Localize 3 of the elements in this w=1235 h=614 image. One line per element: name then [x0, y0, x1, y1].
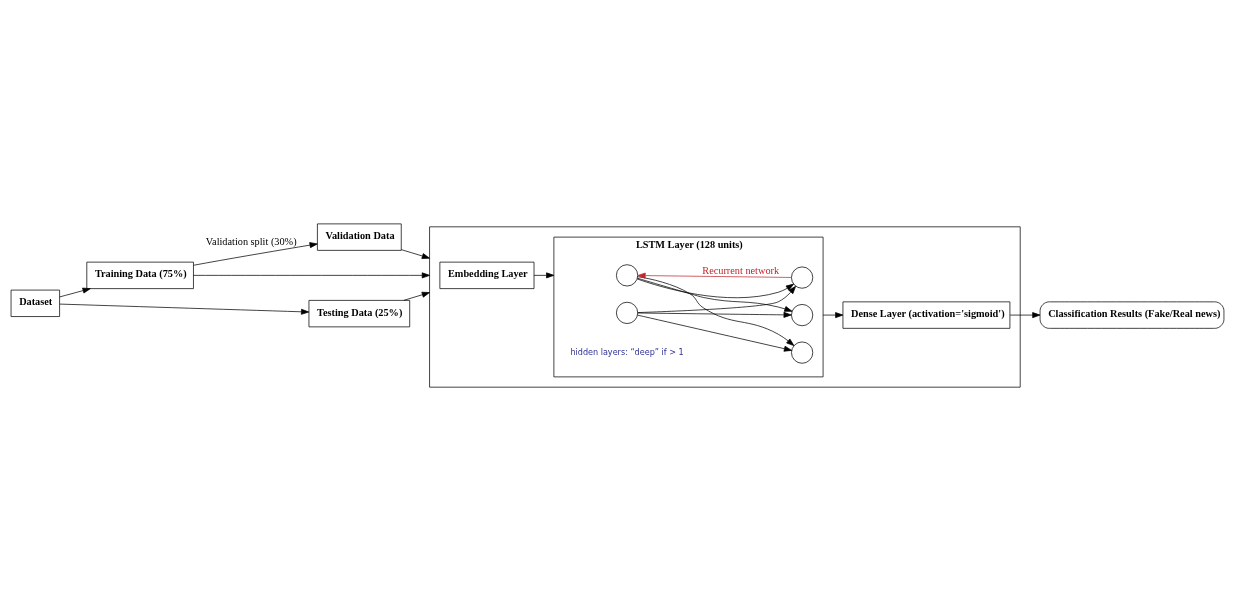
edge-label: Validation split (30%): [205, 236, 297, 248]
edge-label: Recurrent network: [702, 265, 780, 277]
label: hidden layers: “deep” if > 1: [570, 347, 684, 358]
